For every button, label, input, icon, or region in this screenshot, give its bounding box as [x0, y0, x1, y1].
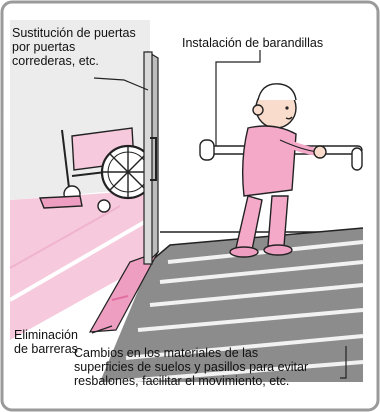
- sliding-door: [143, 50, 159, 265]
- leader-lines: [91, 50, 347, 379]
- label-floors: Cambios en los materiales de las superfi…: [74, 346, 309, 388]
- label-sliding-doors: Sustitución de puertas por puertas corre…: [12, 26, 136, 68]
- label-handrails: Instalación de barandillas: [182, 36, 324, 50]
- wheelchair: [38, 127, 156, 213]
- label-barriers: Eliminación de barreras: [14, 328, 78, 356]
- elderly-person: [229, 83, 327, 258]
- bottom-strip: [10, 384, 370, 402]
- pink-floor-room: [10, 190, 150, 340]
